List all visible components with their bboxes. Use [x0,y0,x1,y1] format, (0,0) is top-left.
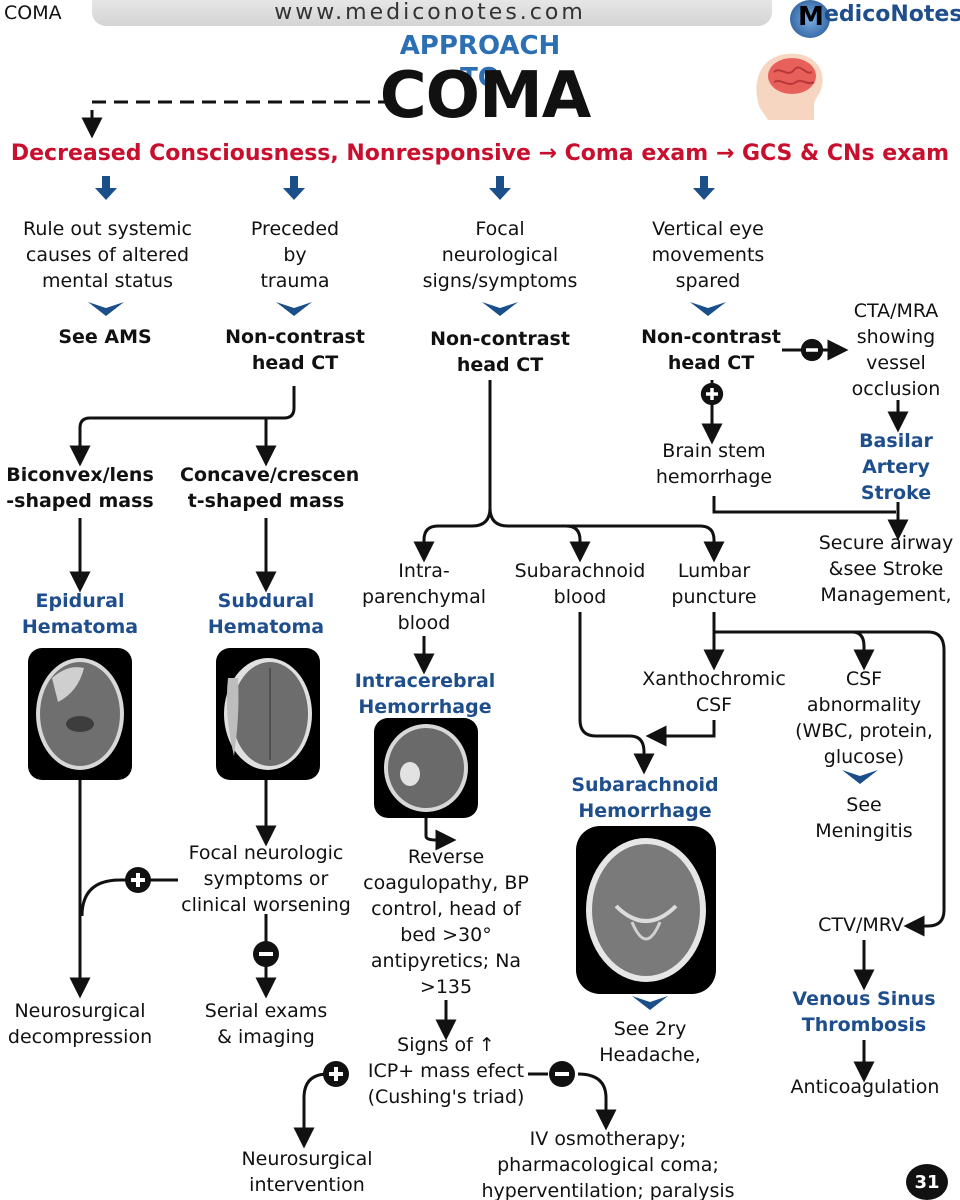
ctv-mrv: CTV/MRV [818,914,904,936]
intraparenchymal-blood: Intra- parenchymal blood [362,560,486,634]
focal-neurological-signs: Focal neurological signs/symptoms [422,218,578,292]
plus-icon [323,1061,349,1087]
neurosurgical-decompression: Neurosurgical decompression [7,1000,153,1048]
brand-logo-icon [790,0,830,38]
rule-out-systemic: Rule out systemic causes of altered ment… [23,218,192,292]
xanthochromic-csf: Xanthochromic CSF [642,668,786,716]
reverse-coagulopathy: Reverse coagulopathy, BP control, head o… [363,846,529,998]
sah-ct-image [576,826,716,994]
csf-abnormality: CSF abnormality (WBC, protein, glucose) [795,668,933,768]
vertical-eye-movements: Vertical eye movements spared [651,218,765,292]
trauma-head-ct: Non-contrast head CT [225,326,365,374]
see-meningitis: See Meningitis [815,794,913,842]
neurosurgical-intervention: Neurosurgical intervention [241,1148,373,1196]
subarachnoid-hemorrhage: Subarachnoid Hemorrhage [571,774,719,822]
brain-head-icon [748,48,830,121]
signs-of-icp: Signs of ↑ ICP+ mass efect (Cushing's tr… [367,1034,525,1108]
plus-icon [700,382,724,406]
title-line1: APPROACH TO [399,31,561,93]
page-number: 31 [914,1172,940,1193]
brand-logo-text: edicoNotes [824,2,960,27]
concave-mass: Concave/crescen t-shaped mass [180,464,360,512]
cta-mra: CTA/MRA showing vessel occlusion [851,300,941,400]
title-line2: COMA [379,59,592,133]
minus-icon [253,941,279,967]
site-url: www.mediconotes.com [274,0,586,25]
focal-neurologic-worsening: Focal neurologic symptoms or clinical wo… [181,842,351,916]
corner-label: COMA [4,2,62,24]
minus-icon [549,1061,575,1087]
see-2ry-headache: See 2ry Headache, [599,1018,701,1066]
plus-icon [125,867,151,893]
epidural-ct-image [28,648,132,780]
biconvex-mass: Biconvex/lens -shaped mass [6,464,154,512]
see-ams: See AMS [58,326,152,348]
basilar-artery-stroke: Basilar Artery Stroke [859,430,933,504]
secure-airway: Secure airway &see Stroke Management, [818,532,954,606]
headline: Decreased Consciousness, Nonresponsive →… [10,141,950,166]
vertical-head-ct: Non-contrast head CT [641,326,781,374]
focal-head-ct: Non-contrast head CT [430,328,570,376]
venous-sinus-thrombosis: Venous Sinus Thrombosis [792,988,936,1036]
brand-logo: M edicoNotes [790,0,960,38]
serial-exams-imaging: Serial exams & imaging [204,1000,328,1048]
lumbar-puncture: Lumbar puncture [671,560,757,608]
minus-icon [800,338,824,362]
subdural-ct-image [216,648,320,780]
preceded-by-trauma: Preceded by trauma [250,218,340,292]
page-number-badge [906,1164,948,1200]
subarachnoid-blood: Subarachnoid blood [514,560,646,608]
iv-osmotherapy: IV osmotherapy; pharmacological coma; hy… [481,1128,735,1200]
intracerebral-hemorrhage: Intracerebral Hemorrhage [354,670,496,718]
header-bar [92,0,772,26]
epidural-hematoma: Epidural Hematoma [21,590,139,638]
brand-logo-letter: M [798,2,824,32]
intracerebral-ct-image [374,718,478,818]
subdural-hematoma: Subdural Hematoma [207,590,325,638]
brain-stem-hemorrhage: Brain stem hemorrhage [655,440,773,488]
anticoagulation: Anticoagulation [790,1076,940,1098]
